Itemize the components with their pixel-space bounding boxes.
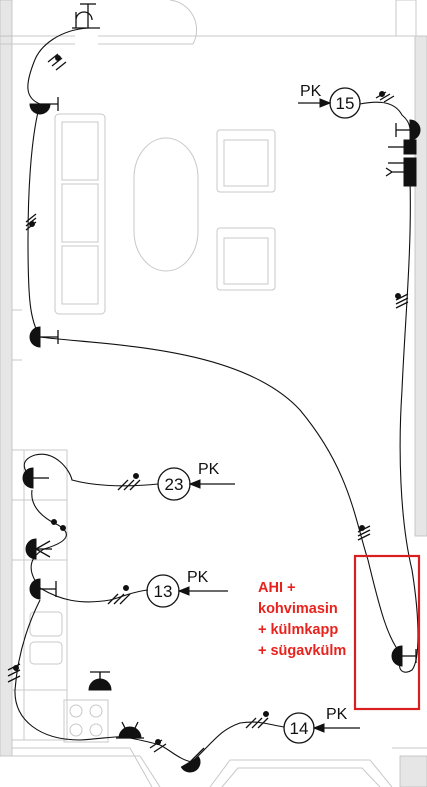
wall-right: [414, 35, 427, 537]
sofa-outline: [54, 113, 106, 315]
circuit-15-marker: 15 PK: [298, 83, 361, 119]
wire-circuit-15: [359, 101, 419, 673]
column-top-right: [395, 0, 417, 37]
circuit-23-feed: PK: [198, 461, 220, 478]
wire-kitchen: [14, 453, 285, 763]
socket-cooktop: [88, 671, 112, 691]
light-symbol-top: [72, 3, 100, 29]
socket-bay: [180, 747, 205, 773]
annotation-line-4: + sügavkülm: [258, 643, 347, 659]
circuit-13-marker: 13 PK: [146, 569, 228, 608]
sink-bowl-1: [29, 611, 63, 637]
cable-tick-marks: [7, 53, 409, 753]
circuit-14-feed: PK: [326, 706, 348, 723]
annotation-line-1: AHI +: [258, 580, 296, 596]
socket-kitchen-3: [29, 578, 57, 600]
annotation-line-3: + külmkapp: [258, 622, 339, 638]
circuit-13-number: 13: [154, 582, 173, 601]
armchair-upper: [216, 129, 276, 193]
socket-left-upper: [29, 97, 59, 115]
wall-left: [0, 35, 13, 757]
socket-kitchen-bottom: [116, 721, 144, 739]
socket-kitchen-1: [22, 467, 49, 489]
door-swing-top: [169, 0, 198, 45]
switch-block-right: [385, 139, 417, 187]
socket-fridge: [391, 645, 417, 667]
circuit-23-number: 23: [165, 475, 184, 494]
coffee-table: [133, 137, 199, 272]
annotation-line-2: kohvimasin: [258, 601, 338, 617]
highlight-box: [353, 554, 421, 711]
circuit-14-number: 14: [290, 719, 309, 738]
circuit-14-marker: 14 PK: [283, 706, 360, 744]
socket-left-lower: [29, 326, 59, 348]
bottom-wall: [12, 747, 427, 787]
socket-kitchen-2: [25, 538, 52, 560]
cooktop: [63, 699, 109, 743]
circuit-15-number: 15: [336, 94, 355, 113]
armchair-lower: [216, 227, 276, 291]
appliance-annotation: AHI + kohvimasin + külmkapp + sügavkülm: [258, 578, 368, 662]
circuit-15-feed: PK: [300, 83, 322, 100]
sink-bowl-2: [29, 641, 63, 665]
circuit-23-marker: 23 PK: [157, 461, 235, 501]
circuit-13-feed: PK: [187, 569, 209, 586]
kitchen-counter: [11, 449, 68, 741]
socket-right-top: [395, 119, 421, 141]
